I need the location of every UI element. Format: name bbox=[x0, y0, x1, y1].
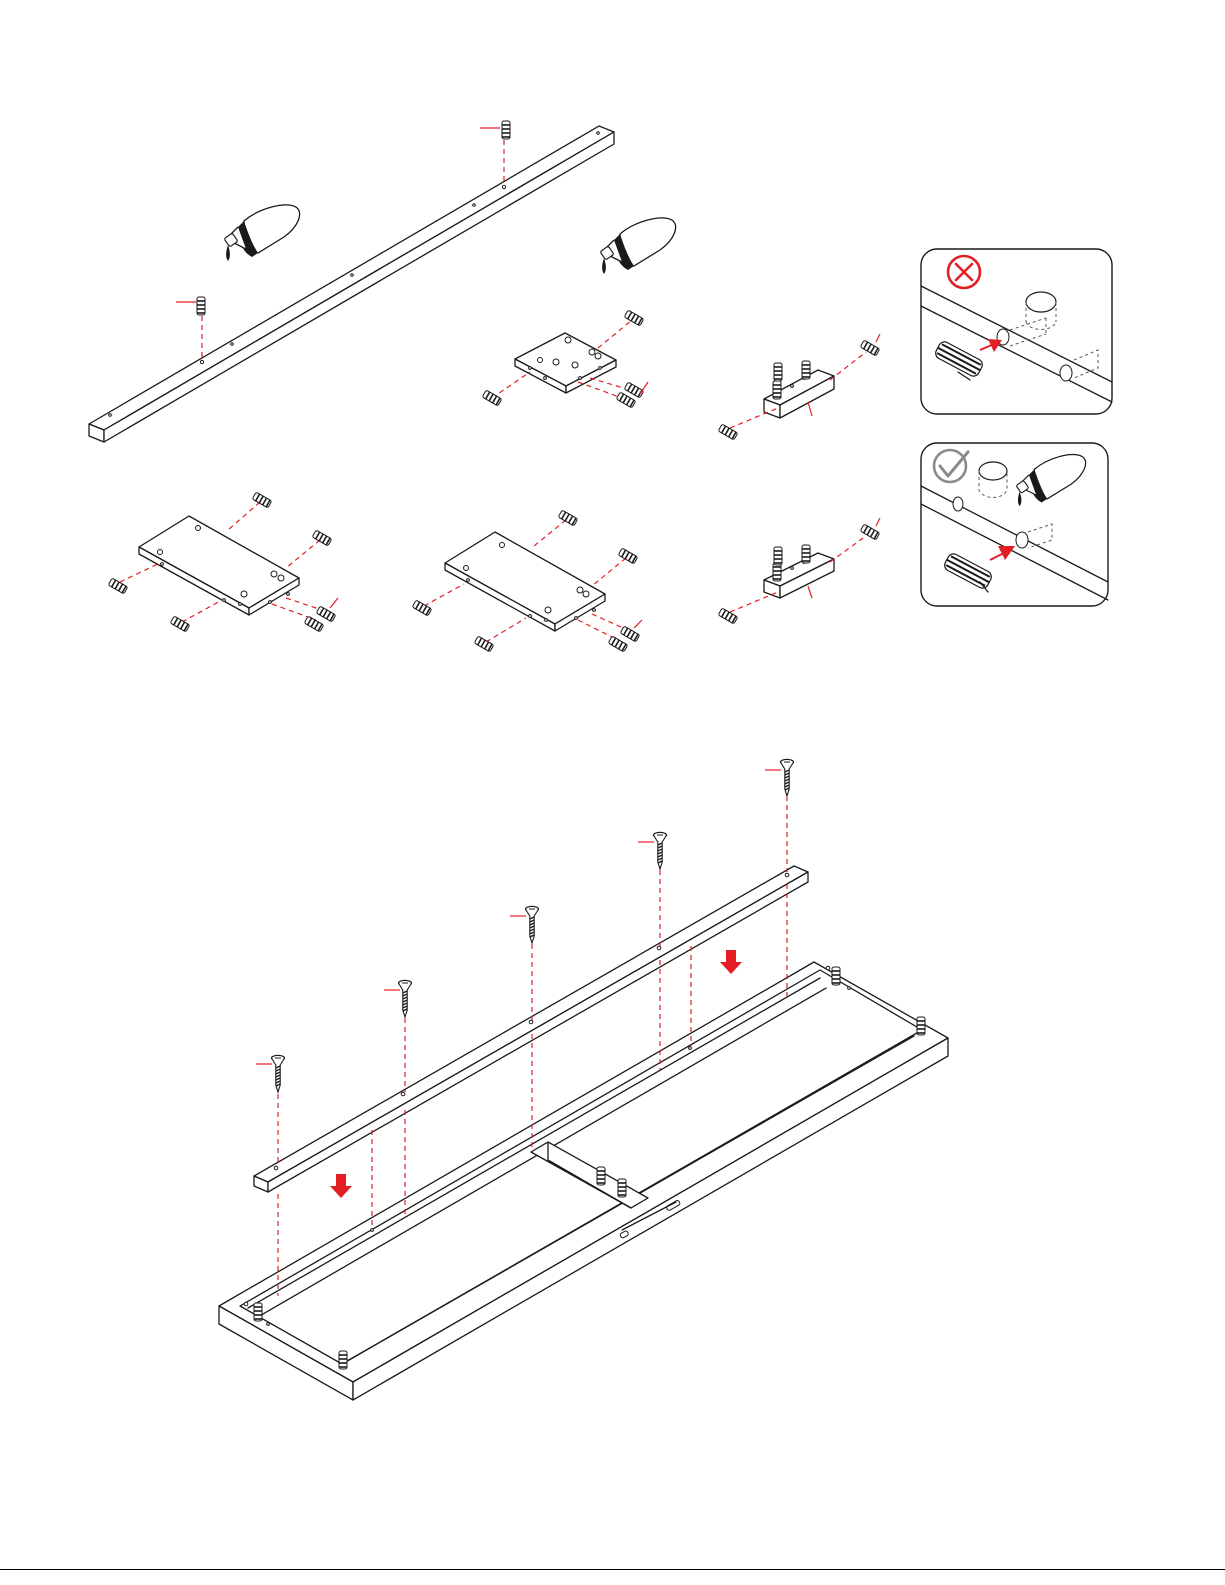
screw-icon bbox=[526, 906, 539, 943]
dowel-icon bbox=[482, 390, 502, 406]
down-arrow-icon bbox=[720, 950, 742, 974]
dowel-icon bbox=[620, 626, 640, 642]
dowel-icon bbox=[832, 967, 840, 985]
dowel-icon bbox=[170, 616, 190, 632]
dowel-icon bbox=[773, 563, 781, 581]
dowel-icon bbox=[773, 381, 781, 399]
dowel-icon bbox=[304, 616, 324, 632]
screw-icon bbox=[781, 759, 794, 796]
dowel-icon bbox=[608, 636, 628, 652]
dowel-icon bbox=[860, 340, 880, 356]
dowel-icon bbox=[718, 608, 738, 624]
dowel-icon bbox=[597, 1167, 605, 1185]
dowel-icon bbox=[339, 1351, 347, 1369]
rail-attach-step bbox=[219, 759, 948, 1400]
screw-icon bbox=[272, 1055, 285, 1092]
dowel-icon bbox=[108, 578, 128, 594]
dowel-icon bbox=[774, 547, 782, 565]
glue-bottle-icon bbox=[600, 218, 676, 274]
dowel-icon bbox=[802, 361, 810, 379]
dowel-icon bbox=[474, 636, 494, 652]
down-arrow-icon bbox=[330, 1174, 352, 1198]
dowel-icon bbox=[252, 492, 272, 508]
screw-icon bbox=[654, 832, 667, 869]
screw-icon bbox=[399, 980, 412, 1017]
long-rail-part bbox=[89, 126, 614, 442]
glue-bottle-icon bbox=[224, 205, 300, 261]
dowel-icon bbox=[316, 606, 336, 622]
dowel-and-glue-step bbox=[89, 121, 1112, 652]
dowel-icon bbox=[312, 530, 332, 546]
dowel-icon bbox=[558, 510, 578, 526]
dowel-icon bbox=[802, 545, 810, 563]
dowel-icon bbox=[176, 297, 205, 360]
correct-dowel-insertion-callout bbox=[921, 443, 1108, 606]
dowel-icon bbox=[860, 524, 880, 540]
dowel-icon bbox=[412, 600, 432, 616]
frame-part bbox=[219, 962, 948, 1400]
large-panel-part bbox=[445, 532, 605, 631]
dowel-icon bbox=[618, 548, 638, 564]
large-panel-part bbox=[139, 516, 299, 615]
small-panel-part bbox=[515, 333, 616, 393]
dowel-icon bbox=[917, 1017, 925, 1035]
dowel-icon bbox=[480, 121, 510, 186]
dowel-icon bbox=[254, 1303, 262, 1321]
dowel-icon bbox=[618, 1179, 626, 1197]
page-bottom-rule bbox=[0, 1569, 1225, 1570]
dowel-icon bbox=[718, 424, 738, 440]
dowel-icon bbox=[774, 363, 782, 381]
incorrect-dowel-insertion-callout bbox=[921, 249, 1112, 414]
